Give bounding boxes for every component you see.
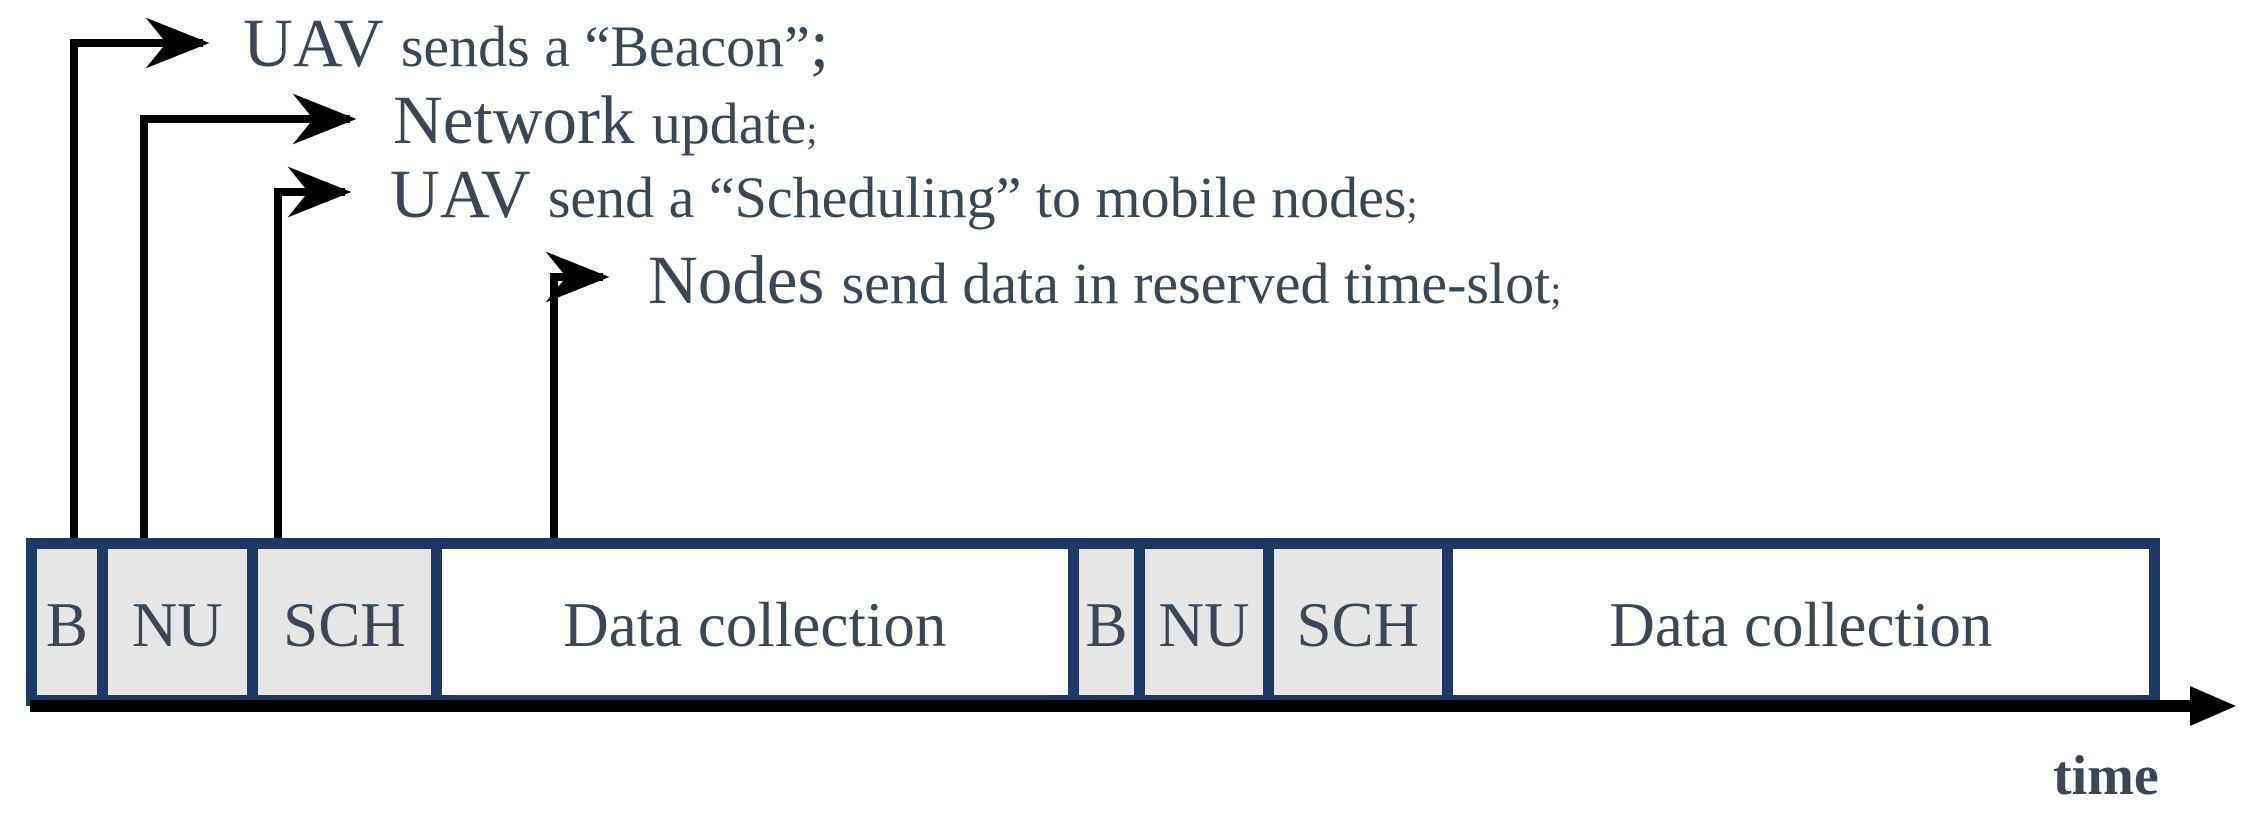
annotation-beacon-terminator: ; — [809, 5, 830, 81]
annotation-scheduling: UAV send a “Scheduling” to mobile nodes; — [390, 160, 1418, 229]
annotation-data-collection-part2: send data in reserved time-slot — [841, 251, 1551, 316]
timeline-cell-label: Data collection — [1609, 589, 1993, 660]
annotation-scheduling-part1: UAV — [390, 156, 531, 232]
annotation-beacon-part2: sends a “Beacon” — [400, 14, 810, 79]
timeline-cell-label: NU — [131, 589, 223, 660]
timeline-cell-data-collection: Data collection — [430, 549, 1068, 695]
timeline-cell-label: B — [45, 589, 88, 660]
timeline-cell-b: B — [1067, 549, 1135, 695]
timeline-cell-label: SCH — [1296, 589, 1419, 660]
annotation-scheduling-terminator: ; — [1406, 181, 1418, 226]
leader-line-scheduling — [274, 166, 352, 542]
annotation-beacon: UAV sends a “Beacon”; — [243, 9, 829, 78]
annotation-network-update-terminator: ; — [806, 107, 818, 152]
annotation-network-update-part2: update — [651, 91, 807, 156]
timeline-cell-data-collection: Data collection — [1441, 549, 2149, 695]
annotation-data-collection-part1: Nodes — [648, 242, 825, 318]
annotation-network-update-part1: Network — [393, 82, 635, 158]
timeline-cell-nu: NU — [1134, 549, 1263, 695]
timeline-cell-label: NU — [1158, 589, 1250, 660]
timeline-cell-b: B — [37, 549, 97, 695]
timeline-cell-label: SCH — [283, 589, 406, 660]
leader-line-data-collection — [545, 251, 610, 542]
time-axis-label: time — [2053, 745, 2159, 807]
timeline-cell-nu: NU — [96, 549, 247, 695]
leader-line-beacon — [70, 17, 210, 542]
timeline-cell-label: B — [1085, 589, 1128, 660]
timeline-cell-sch: SCH — [246, 549, 431, 695]
superframe-timeline: B NU SCH Data collection B NU SCH Data collecti… — [26, 538, 2160, 706]
leader-line-network-update — [140, 93, 357, 542]
annotation-data-collection-terminator: ; — [1550, 267, 1562, 312]
annotation-data-collection: Nodes send data in reserved time-slot; — [648, 246, 1561, 315]
annotation-scheduling-part2: send a “Scheduling” to mobile nodes — [547, 165, 1407, 230]
annotation-beacon-part1: UAV — [243, 5, 384, 81]
time-axis-line — [30, 700, 2210, 712]
annotation-network-update: Network update; — [393, 86, 817, 155]
timeline-cell-sch: SCH — [1262, 549, 1442, 695]
time-axis-arrowhead-icon — [2190, 686, 2236, 726]
timeline-cell-label: Data collection — [563, 589, 947, 660]
